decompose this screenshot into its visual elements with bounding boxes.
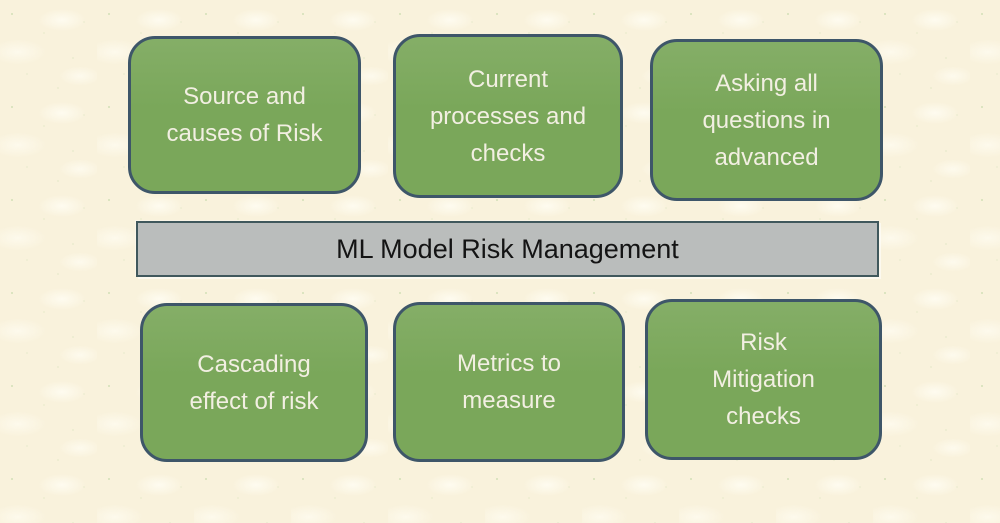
node-asking-all-questions-in-advanced: Asking all questions in advanced bbox=[650, 39, 883, 201]
center-bar-label: ML Model Risk Management bbox=[336, 233, 679, 264]
node-label: Cascading effect of risk bbox=[189, 350, 319, 415]
node-label: Risk Mitigation checks bbox=[712, 329, 815, 430]
node-cascading-effect-of-risk: Cascading effect of risk bbox=[140, 303, 368, 462]
node-current-processes-and-checks: Current processes and checks bbox=[393, 34, 623, 198]
center-bar-ml-model-risk-management: ML Model Risk Management bbox=[136, 221, 879, 277]
node-metrics-to-measure: Metrics to measure bbox=[393, 302, 625, 462]
node-label: Metrics to measure bbox=[456, 350, 561, 414]
node-label: Current processes and checks bbox=[429, 65, 587, 167]
node-source-and-causes-of-risk: Source and causes of Risk bbox=[128, 36, 361, 194]
node-label: Source and causes of Risk bbox=[166, 83, 323, 147]
node-risk-mitigation-checks: Risk Mitigation checks bbox=[645, 299, 882, 460]
node-label: Asking all questions in advanced bbox=[702, 69, 831, 171]
